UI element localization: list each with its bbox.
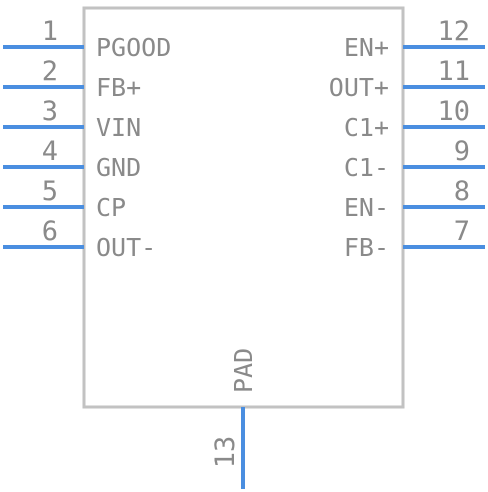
pin-label-c1-: C1-: [344, 153, 389, 182]
pin-label-en-: EN+: [344, 33, 389, 62]
pin-label-fb-: FB+: [96, 73, 141, 102]
pin-number-9: 9: [454, 136, 470, 167]
pin-number-1: 1: [42, 16, 58, 47]
pin-number-13: 13: [210, 436, 241, 469]
pin-label-out-: OUT+: [329, 73, 389, 102]
pin-number-6: 6: [42, 216, 58, 247]
pin-number-11: 11: [437, 56, 470, 87]
pin-label-out-: OUT-: [96, 233, 156, 262]
pin-label-c1-: C1+: [344, 113, 389, 142]
pin-number-2: 2: [42, 56, 58, 87]
pin-label-vin: VIN: [96, 113, 141, 142]
pin-number-4: 4: [42, 136, 58, 167]
pin-label-fb-: FB-: [344, 233, 389, 262]
pin-number-3: 3: [42, 96, 58, 127]
pin-number-7: 7: [454, 216, 470, 247]
bottom-pin-group: 13 PAD: [210, 348, 258, 489]
pin-number-8: 8: [454, 176, 470, 207]
pin-number-5: 5: [42, 176, 58, 207]
pin-label-pgood: PGOOD: [96, 33, 171, 62]
pin-label-en-: EN-: [344, 193, 389, 222]
pin-label-pad: PAD: [229, 348, 258, 393]
pin-number-12: 12: [437, 16, 470, 47]
pin-label-gnd: GND: [96, 153, 141, 182]
pin-label-cp: CP: [96, 193, 126, 222]
pin-number-10: 10: [437, 96, 470, 127]
